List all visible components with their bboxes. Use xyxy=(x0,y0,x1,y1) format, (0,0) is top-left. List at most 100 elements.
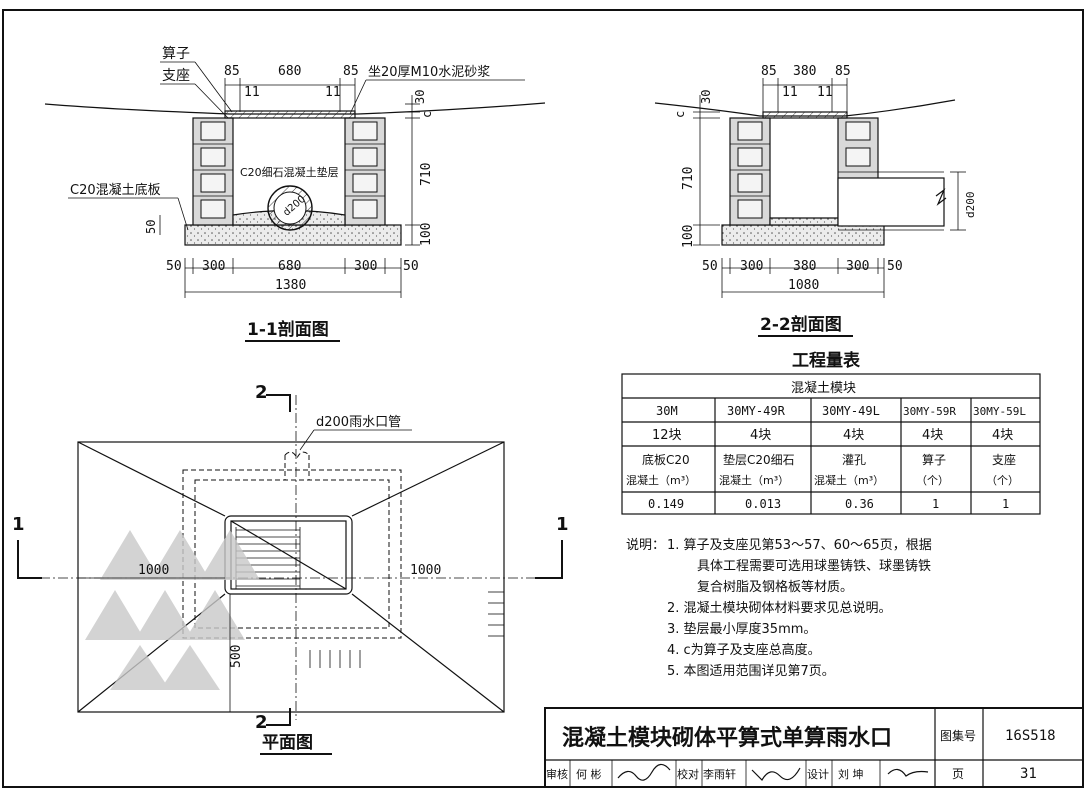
table-count: 4块 xyxy=(750,428,771,443)
note-line: 2. 混凝土模块砌体材料要求见总说明。 xyxy=(667,600,892,616)
s22-title: 2-2剖面图 xyxy=(760,314,842,335)
s22-dim-v-710: 710 xyxy=(681,167,696,190)
s11-title: 1-1剖面图 xyxy=(247,319,329,340)
table-value: 0.149 xyxy=(648,497,684,511)
check-name: 李雨轩 xyxy=(703,767,736,781)
plan-cut-2-bottom: 2 xyxy=(255,712,268,733)
design-label: 设计 xyxy=(807,768,829,781)
sheet-border xyxy=(2,9,1084,788)
s11-dim-b-300r: 300 xyxy=(354,259,377,274)
table-header: 混凝土模块 xyxy=(791,380,856,396)
s11-dim-top-in-left: 11 xyxy=(244,85,260,100)
s11-label-bedding: C20细石混凝土垫层 xyxy=(240,165,339,179)
note-line: 5. 本图适用范围详见第7页。 xyxy=(667,664,835,679)
s22-dim-top-in-right: 11 xyxy=(817,85,833,100)
table-title: 工程量表 xyxy=(792,350,861,371)
signature-review xyxy=(617,763,671,781)
table-item: 灌孔 xyxy=(842,453,866,467)
notes: 说明： 1. 算子及支座见第53～57、60～65页，根据 具体工程需要可选用球… xyxy=(626,538,932,679)
table-value: 1 xyxy=(932,497,939,511)
s11-label-baseplate: C20混凝土底板 xyxy=(70,182,161,198)
table-item: 垫层C20细石 xyxy=(723,452,795,467)
table-value: 1 xyxy=(1002,497,1009,511)
notes-prefix: 说明： xyxy=(626,538,665,553)
table-item: 底板C20 xyxy=(642,452,690,467)
table-item: 支座 xyxy=(992,452,1016,467)
s11-dim-top-in-right: 11 xyxy=(325,85,341,100)
review-label: 审核 xyxy=(546,767,568,781)
section-1-1: d200 85 680 85 11 11 算子 支座 坐20厚M10水泥砂浆 C… xyxy=(44,46,546,342)
title-block-title: 混凝土模块砌体平算式单算雨水口 xyxy=(562,725,892,751)
page-label: 页 xyxy=(952,767,964,781)
s11-dim-v-50: 50 xyxy=(144,220,158,234)
s11-dim-v-100: 100 xyxy=(419,223,434,246)
quantity-table: 工程量表 混凝土模块 30M 30MY-49R 30MY-49L 30MY-59… xyxy=(621,350,1041,515)
s22-dim-top-left: 85 xyxy=(761,64,777,79)
s22-dim-v-30: 30 xyxy=(699,90,713,104)
table-count: 4块 xyxy=(843,428,864,443)
s22-dim-b-50r: 50 xyxy=(887,259,903,274)
plan-dim-500: 500 xyxy=(229,645,244,668)
s11-dim-b-680: 680 xyxy=(278,259,301,274)
plan-cut-1-left: 1 xyxy=(12,514,25,535)
note-line: 具体工程需要可选用球墨铸铁、球墨铸铁 xyxy=(697,558,931,574)
s22-dim-b-380: 380 xyxy=(793,259,816,274)
table-item: 混凝土（m³） xyxy=(814,473,884,487)
s22-dim-top-in-left: 11 xyxy=(782,85,798,100)
s22-dim-pipe: d200 xyxy=(964,192,977,219)
s22-dim-v-100: 100 xyxy=(681,225,696,248)
plan-cut-1-right: 1 xyxy=(556,514,569,535)
s22-dim-b-50l: 50 xyxy=(702,259,718,274)
plan-dim-left: 1000 xyxy=(138,563,169,578)
table-count: 4块 xyxy=(992,428,1013,443)
table-model: 30MY-59R xyxy=(903,405,956,418)
note-line: 复合树脂及钢格板等材质。 xyxy=(697,579,853,595)
atlas-value: 16S518 xyxy=(1005,728,1056,744)
s11-dim-top-mid: 680 xyxy=(278,64,301,79)
s11-dim-v-710: 710 xyxy=(419,163,434,186)
s11-dim-b-300l: 300 xyxy=(202,259,225,274)
s11-dim-top-left: 85 xyxy=(224,64,240,79)
table-model: 30MY-49L xyxy=(822,404,880,418)
plan-view: 1000 1000 500 d200雨水口管 2 2 1 1 平面图 xyxy=(12,382,569,755)
plan-label-pipe: d200雨水口管 xyxy=(316,415,401,430)
s22-dim-b-total: 1080 xyxy=(788,278,819,293)
section-2-2: 85 380 85 11 11 c 30 710 100 d200 50 300… xyxy=(654,64,977,337)
table-count: 12块 xyxy=(652,428,682,443)
s22-dim-top-mid: 380 xyxy=(793,64,816,79)
title-block: 混凝土模块砌体平算式单算雨水口 图集号 16S518 页 31 审核 何 彬 校… xyxy=(544,707,1084,788)
table-value: 0.36 xyxy=(845,497,874,511)
plan-title: 平面图 xyxy=(262,733,313,753)
s11-dim-b-total: 1380 xyxy=(275,278,306,293)
signature-design xyxy=(887,768,929,777)
s11-label-mortar: 坐20厚M10水泥砂浆 xyxy=(368,65,490,80)
s11-dim-v-30: 30 xyxy=(413,90,427,104)
s22-dim-b-300r: 300 xyxy=(846,259,869,274)
s11-dim-b-50r: 50 xyxy=(403,259,419,274)
s11-dim-v-c: c xyxy=(420,111,434,118)
s22-dim-v-c: c xyxy=(673,111,687,118)
table-item: 混凝土（m³） xyxy=(626,473,696,487)
note-line: 4. c为算子及支座总高度。 xyxy=(667,642,821,658)
plan-cut-2-top: 2 xyxy=(255,382,268,403)
table-model: 30MY-59L xyxy=(973,405,1026,418)
signature-check xyxy=(751,767,801,781)
table-item: （个） xyxy=(986,474,1019,487)
design-name: 刘 坤 xyxy=(838,767,864,781)
page-value: 31 xyxy=(1020,766,1037,782)
note-line: 3. 垫层最小厚度35mm。 xyxy=(667,621,816,637)
table-item: 算子 xyxy=(922,452,946,467)
table-item: 混凝土（m³） xyxy=(719,473,789,487)
s11-dim-b-50l: 50 xyxy=(166,259,182,274)
s22-dim-top-right: 85 xyxy=(835,64,851,79)
check-label: 校对 xyxy=(677,767,699,781)
table-count: 4块 xyxy=(922,428,943,443)
table-item: （个） xyxy=(916,474,949,487)
s11-label-grate: 算子 xyxy=(162,46,190,62)
note-line: 1. 算子及支座见第53～57、60～65页，根据 xyxy=(667,538,932,553)
table-model: 30MY-49R xyxy=(727,404,786,418)
atlas-label: 图集号 xyxy=(940,728,976,743)
s11-dim-top-right: 85 xyxy=(343,64,359,79)
plan-dim-right: 1000 xyxy=(410,563,441,578)
